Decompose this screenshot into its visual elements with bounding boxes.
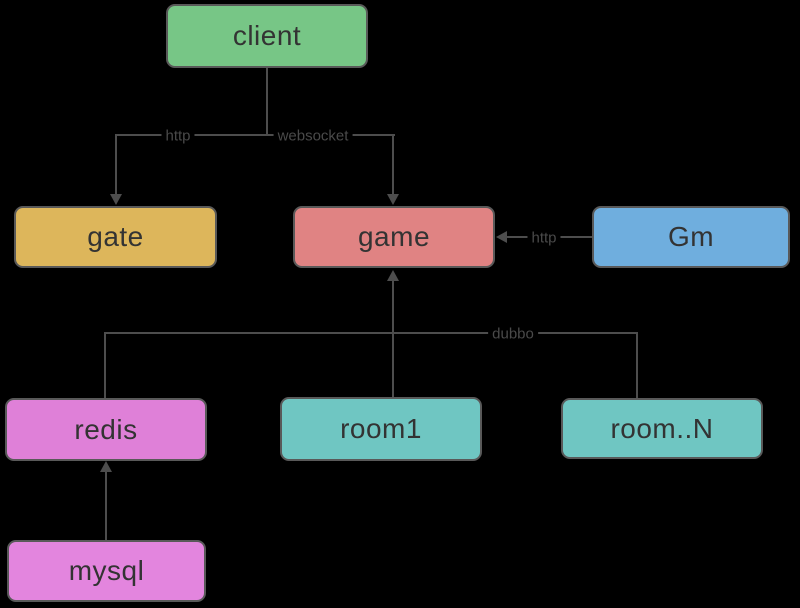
edge-redis-riser (104, 332, 106, 398)
node-mysql-label: mysql (68, 555, 145, 586)
edge-client-game-drop (392, 134, 394, 194)
arrowhead-into-gate (110, 194, 122, 205)
edge-client-branch (115, 134, 395, 136)
edge-dubbo-bus (104, 332, 638, 334)
node-game-label: game (357, 221, 431, 252)
edge-client-stem (266, 68, 268, 136)
node-room1-label: room1 (340, 413, 422, 444)
arrowhead-into-game-top (387, 194, 399, 205)
edge-label-http-client-gate: http (161, 127, 195, 145)
node-gate[interactable]: gate (14, 206, 217, 268)
edge-bus-to-game (392, 280, 394, 334)
edge-mysql-redis (105, 471, 107, 540)
arrowhead-into-redis (100, 461, 112, 472)
node-client[interactable]: client (166, 4, 368, 68)
node-redis-label: redis (74, 413, 138, 445)
node-roomN[interactable]: room..N (561, 398, 763, 459)
edge-room1-riser (392, 332, 394, 397)
edge-label-dubbo: dubbo (488, 325, 538, 343)
node-gm-label: Gm (667, 221, 715, 252)
node-gm[interactable]: Gm (592, 206, 790, 268)
edge-client-gate-drop (115, 134, 117, 194)
node-room1[interactable]: room1 (280, 397, 482, 461)
node-redis[interactable]: redis (5, 398, 207, 461)
arrowhead-into-game-bottom (387, 270, 399, 281)
arrowhead-into-game-right (496, 231, 507, 243)
node-game[interactable]: game (293, 206, 495, 268)
edge-label-http-gm-game: http (527, 229, 561, 247)
edge-label-websocket: websocket (273, 127, 353, 145)
node-client-label: client (232, 20, 302, 51)
node-gate-label: gate (87, 221, 144, 252)
node-mysql[interactable]: mysql (7, 540, 206, 602)
node-roomN-label: room..N (610, 412, 714, 444)
edge-roomN-riser (636, 332, 638, 398)
